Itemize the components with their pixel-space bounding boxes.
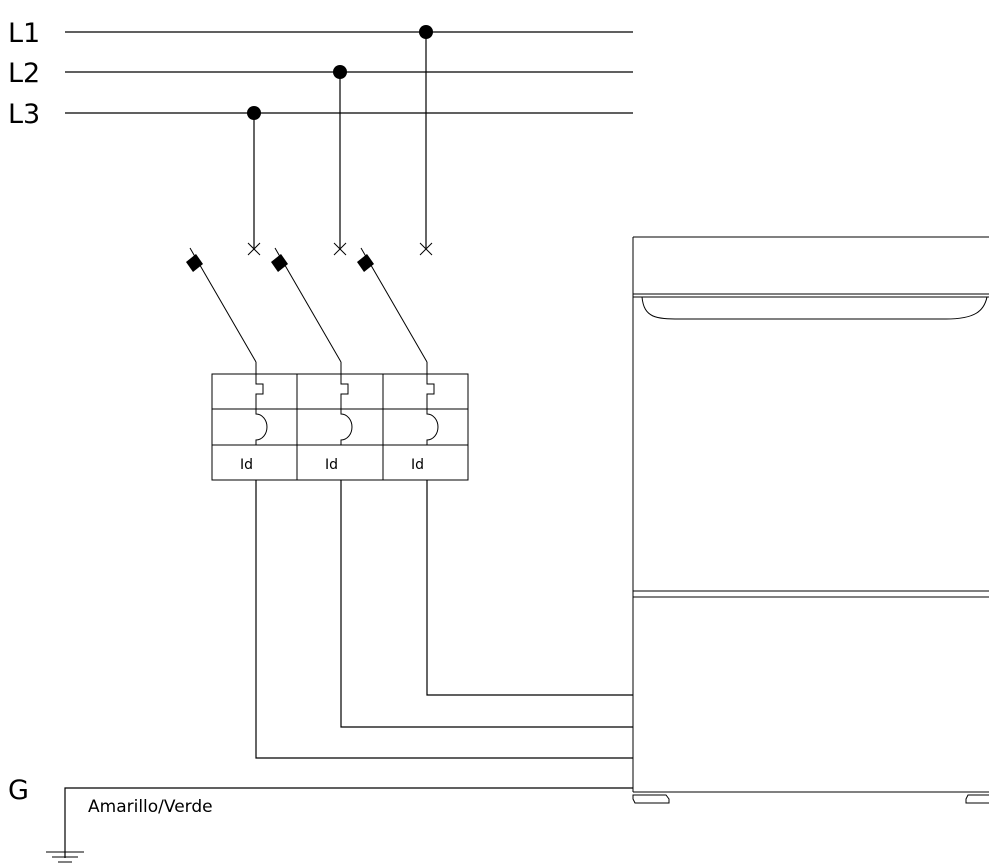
phase-label-l2: L2 [8,58,40,89]
appliance-foot-left [632,794,670,804]
ground-wire [64,787,633,858]
output-wire-1 [426,480,633,696]
phase-label-l1: L1 [8,18,40,49]
thermal-element-2 [340,374,349,409]
ground-label: G [8,775,29,806]
appliance-foot-right [965,794,989,804]
terminal-mark-1 [247,242,261,256]
magnetic-coil-1 [255,409,268,445]
terminal-mark-2 [333,242,347,256]
magnetic-coil-3 [426,409,439,445]
output-wire-3 [255,480,633,759]
ground-wire-color-label: Amarillo/Verde [88,797,213,817]
pole-label-3: Id [411,457,424,473]
pole-label-1: Id [240,457,253,473]
switch-lever-1 [186,247,257,374]
thermal-element-3 [426,374,435,409]
pole-label-2: Id [325,457,338,473]
switch-lever-2 [271,247,342,374]
phase-label-l3: L3 [8,99,40,130]
switch-lever-3 [357,247,428,374]
thermal-element-1 [255,374,264,409]
output-wire-2 [340,480,633,728]
magnetic-coil-2 [340,409,353,445]
terminal-mark-3 [419,242,433,256]
appliance-cabinet [632,236,989,793]
breaker-block [211,373,469,481]
ground-symbol-icon [46,851,84,863]
